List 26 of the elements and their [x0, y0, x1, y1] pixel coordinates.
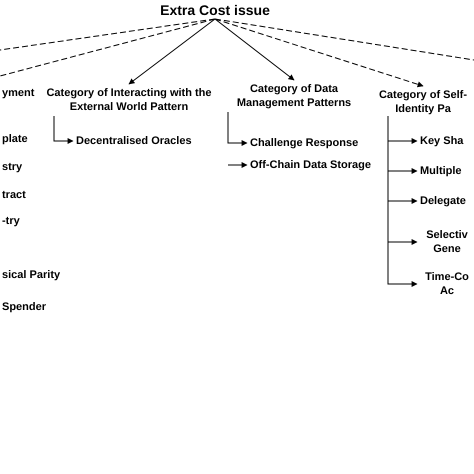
- pattern-text: Off-Chain Data Storage: [250, 158, 372, 172]
- arrow: [228, 112, 248, 146]
- label-text: tract: [2, 188, 26, 202]
- label-text: yment: [2, 86, 34, 100]
- pattern-text: Time-Co Ac: [420, 270, 474, 298]
- pattern-text: Multiple: [420, 164, 462, 178]
- category-heading: Category of Interacting with the External World Pattern: [44, 86, 214, 114]
- label-text: stry: [2, 160, 22, 174]
- arrow: [128, 18, 216, 84]
- label-text: Spender: [2, 300, 46, 314]
- category-heading: Category of Self- Identity Pa: [372, 88, 474, 116]
- label-text: plate: [2, 132, 28, 146]
- pattern-text: Decentralised Oracles: [76, 134, 192, 148]
- arrow: [228, 162, 248, 168]
- pattern-text: Delegate: [420, 194, 466, 208]
- label-text: sical Parity: [2, 268, 60, 282]
- category-heading: Category of Data Management Patterns: [236, 82, 352, 110]
- pattern-text: Challenge Response: [250, 136, 358, 150]
- dashed-arrow: [214, 18, 424, 88]
- arrow: [388, 116, 418, 287]
- pattern-text: Key Sha: [420, 134, 464, 148]
- arrow: [214, 18, 294, 80]
- root-heading: Extra Cost issue: [150, 2, 280, 19]
- pattern-text: Selectiv Gene: [420, 228, 474, 256]
- arrow: [54, 116, 74, 144]
- label-text: -try: [2, 214, 20, 228]
